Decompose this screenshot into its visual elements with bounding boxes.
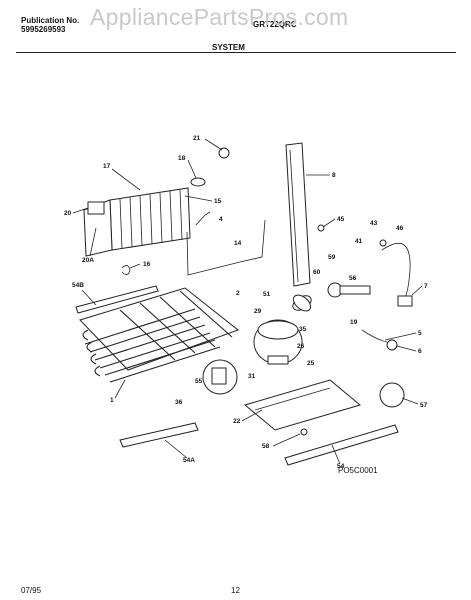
publication-number: 5995269593 xyxy=(21,25,66,34)
bracket-54A xyxy=(119,422,199,448)
callout-1: 1 xyxy=(110,397,114,404)
bracket-54 xyxy=(284,424,399,466)
callout-8: 8 xyxy=(332,172,336,179)
part-6 xyxy=(386,339,398,351)
callout-54: 54 xyxy=(337,463,345,470)
screw-45 xyxy=(317,224,325,232)
model-number: GRT22QRC xyxy=(253,20,297,29)
callout-45: 45 xyxy=(337,216,345,223)
callout-43: 43 xyxy=(370,220,378,227)
relay xyxy=(211,367,227,385)
publication-label: Publication No. xyxy=(21,16,80,25)
callout-17: 17 xyxy=(103,163,111,170)
callout-58: 58 xyxy=(262,443,270,450)
callout-19: 19 xyxy=(350,319,358,326)
callout-46: 46 xyxy=(396,225,404,232)
callout-15: 15 xyxy=(214,198,222,205)
callout-7: 7 xyxy=(424,283,428,290)
connector xyxy=(397,295,413,307)
callout-35: 35 xyxy=(299,326,307,333)
compressor xyxy=(253,319,303,365)
callout-59: 59 xyxy=(328,254,336,261)
callout-57: 57 xyxy=(420,402,428,409)
callout-29: 29 xyxy=(254,308,262,315)
part-43 xyxy=(379,239,387,247)
fan-assembly xyxy=(292,282,371,312)
section-title: SYSTEM xyxy=(212,43,245,52)
bracket-54B xyxy=(75,285,159,314)
callout-31: 31 xyxy=(248,373,256,380)
callout-2: 2 xyxy=(236,290,240,297)
footer-date: 07/95 xyxy=(21,586,42,595)
diagram-code: PO5C0001 xyxy=(338,466,378,475)
callout-4: 4 xyxy=(219,216,223,223)
part-57 xyxy=(379,382,405,408)
callout-20a: 20A xyxy=(82,257,94,264)
callout-14: 14 xyxy=(234,240,242,247)
part-18 xyxy=(190,177,206,187)
callout-25: 25 xyxy=(307,360,315,367)
watermark: AppliancePartsPros.com xyxy=(90,4,349,30)
callout-5: 5 xyxy=(418,330,422,337)
callout-56: 56 xyxy=(349,275,357,282)
callout-18: 18 xyxy=(178,155,186,162)
screw-58 xyxy=(300,428,308,436)
callout-51: 51 xyxy=(263,291,271,298)
callout-6: 6 xyxy=(418,348,422,355)
callout-20: 20 xyxy=(64,210,72,217)
callout-16: 16 xyxy=(143,261,151,268)
callout-54b: 54B xyxy=(72,282,84,289)
callout-36: 36 xyxy=(175,399,183,406)
callout-60: 60 xyxy=(313,269,321,276)
callout-21: 21 xyxy=(193,135,201,142)
part-16 xyxy=(121,265,131,275)
callout-54a: 54A xyxy=(183,457,195,464)
callout-22: 22 xyxy=(233,418,241,425)
heater-clip xyxy=(87,201,105,215)
channel-8 xyxy=(285,142,311,287)
part-21 xyxy=(218,147,230,159)
part-5 xyxy=(361,329,388,343)
condenser-coil xyxy=(79,287,240,383)
compressor-base xyxy=(243,379,362,431)
header-rule xyxy=(16,52,456,53)
page-number: 12 xyxy=(231,586,240,595)
evaporator-coil xyxy=(83,187,191,257)
callout-55: 55 xyxy=(195,378,203,385)
callout-41: 41 xyxy=(355,238,363,245)
capillary-tube xyxy=(186,219,266,276)
callout-26: 26 xyxy=(297,343,305,350)
